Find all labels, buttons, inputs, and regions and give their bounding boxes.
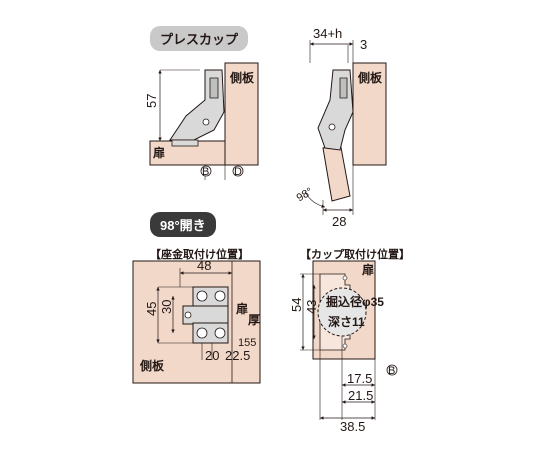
cup-position-view: 扉 掘込径φ35 深さ11 54 43 B 17.5 21.5 38.5 xyxy=(289,260,398,434)
dim-20: 20 xyxy=(205,348,219,363)
dim-54: 54 xyxy=(289,298,304,312)
press-cup-label: プレスカップ xyxy=(150,26,249,51)
hinge-arm-open xyxy=(317,69,354,151)
dim-155: 155 xyxy=(238,337,256,349)
door-thickness-text-1: 扉 xyxy=(236,301,248,316)
door-text-right: 扉 xyxy=(362,262,374,277)
dim-57: 57 xyxy=(144,94,159,108)
door-text-left: 扉 xyxy=(153,145,165,160)
dim-34h: 34+h xyxy=(313,26,342,41)
dim-45: 45 xyxy=(144,302,159,316)
door-thickness-text-2: 厚 xyxy=(248,313,260,327)
open-hinge-view: 側板 34+h 3 98° 28 xyxy=(295,26,387,229)
dim-22-5: 22.5 xyxy=(225,348,250,363)
dim-17-5: 17.5 xyxy=(347,371,372,386)
cup-plate xyxy=(171,139,199,147)
opening-angle-label: 98°開き xyxy=(150,212,216,237)
dim-3: 3 xyxy=(360,37,367,52)
dim-21-5: 21.5 xyxy=(348,388,373,403)
side-panel-block-right xyxy=(352,62,387,166)
bore-depth-text: 深さ11 xyxy=(328,314,365,329)
seat-position-title: 【座金取付け位置】 xyxy=(150,249,249,261)
side-panel-text-bottom: 側板 xyxy=(139,358,165,373)
dim-28: 28 xyxy=(332,214,346,229)
mark-d: D xyxy=(234,166,242,178)
dim-43: 43 xyxy=(304,300,319,314)
mark-b-right: B xyxy=(388,365,395,377)
dim-30: 30 xyxy=(159,300,174,314)
dim-98deg: 98° xyxy=(295,186,315,205)
mark-b-left: B xyxy=(202,166,209,178)
cup-position-title: 【カップ取付け位置】 xyxy=(300,249,410,261)
side-panel-text-left: 側板 xyxy=(229,70,255,85)
seat-position-view: 48 45 30 扉 厚 155 20 22.5 側板 xyxy=(132,258,261,384)
bore-diameter-text: 掘込径φ35 xyxy=(326,294,384,309)
side-panel-block xyxy=(224,62,259,166)
side-panel-text-right: 側板 xyxy=(357,70,383,85)
dim-48: 48 xyxy=(197,258,211,273)
closed-hinge-view: 側板 扉 57 B D xyxy=(144,62,259,180)
dim-38-5: 38.5 xyxy=(340,419,365,434)
door-open xyxy=(322,141,351,202)
